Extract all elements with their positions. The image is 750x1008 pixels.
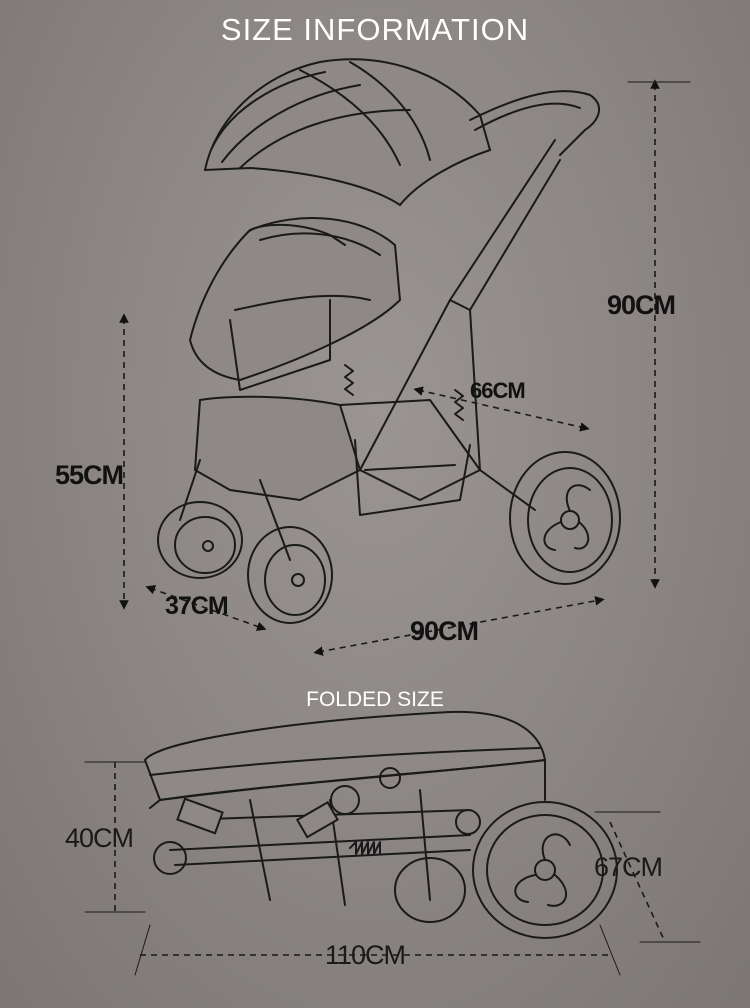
folded-size-heading: FOLDED SIZE [306, 688, 444, 711]
dim-folded-height: 40CM [65, 823, 134, 853]
dim-seat-depth: 66CM [470, 378, 526, 403]
dim-height-total: 90CM [607, 290, 676, 320]
dim-folded-width: 67CM [594, 852, 663, 882]
dim-folded-length: 110CM [325, 940, 406, 970]
dimension-lines [119, 79, 691, 656]
folded-dimension-lines [84, 761, 701, 976]
stroller-unfolded [157, 58, 621, 624]
dim-width-small: 37CM [165, 592, 229, 620]
dim-length: 90CM [410, 616, 479, 646]
stroller-folded [143, 710, 618, 939]
page-title: SIZE INFORMATION [220, 12, 530, 47]
dim-seat-height: 55CM [55, 460, 124, 490]
